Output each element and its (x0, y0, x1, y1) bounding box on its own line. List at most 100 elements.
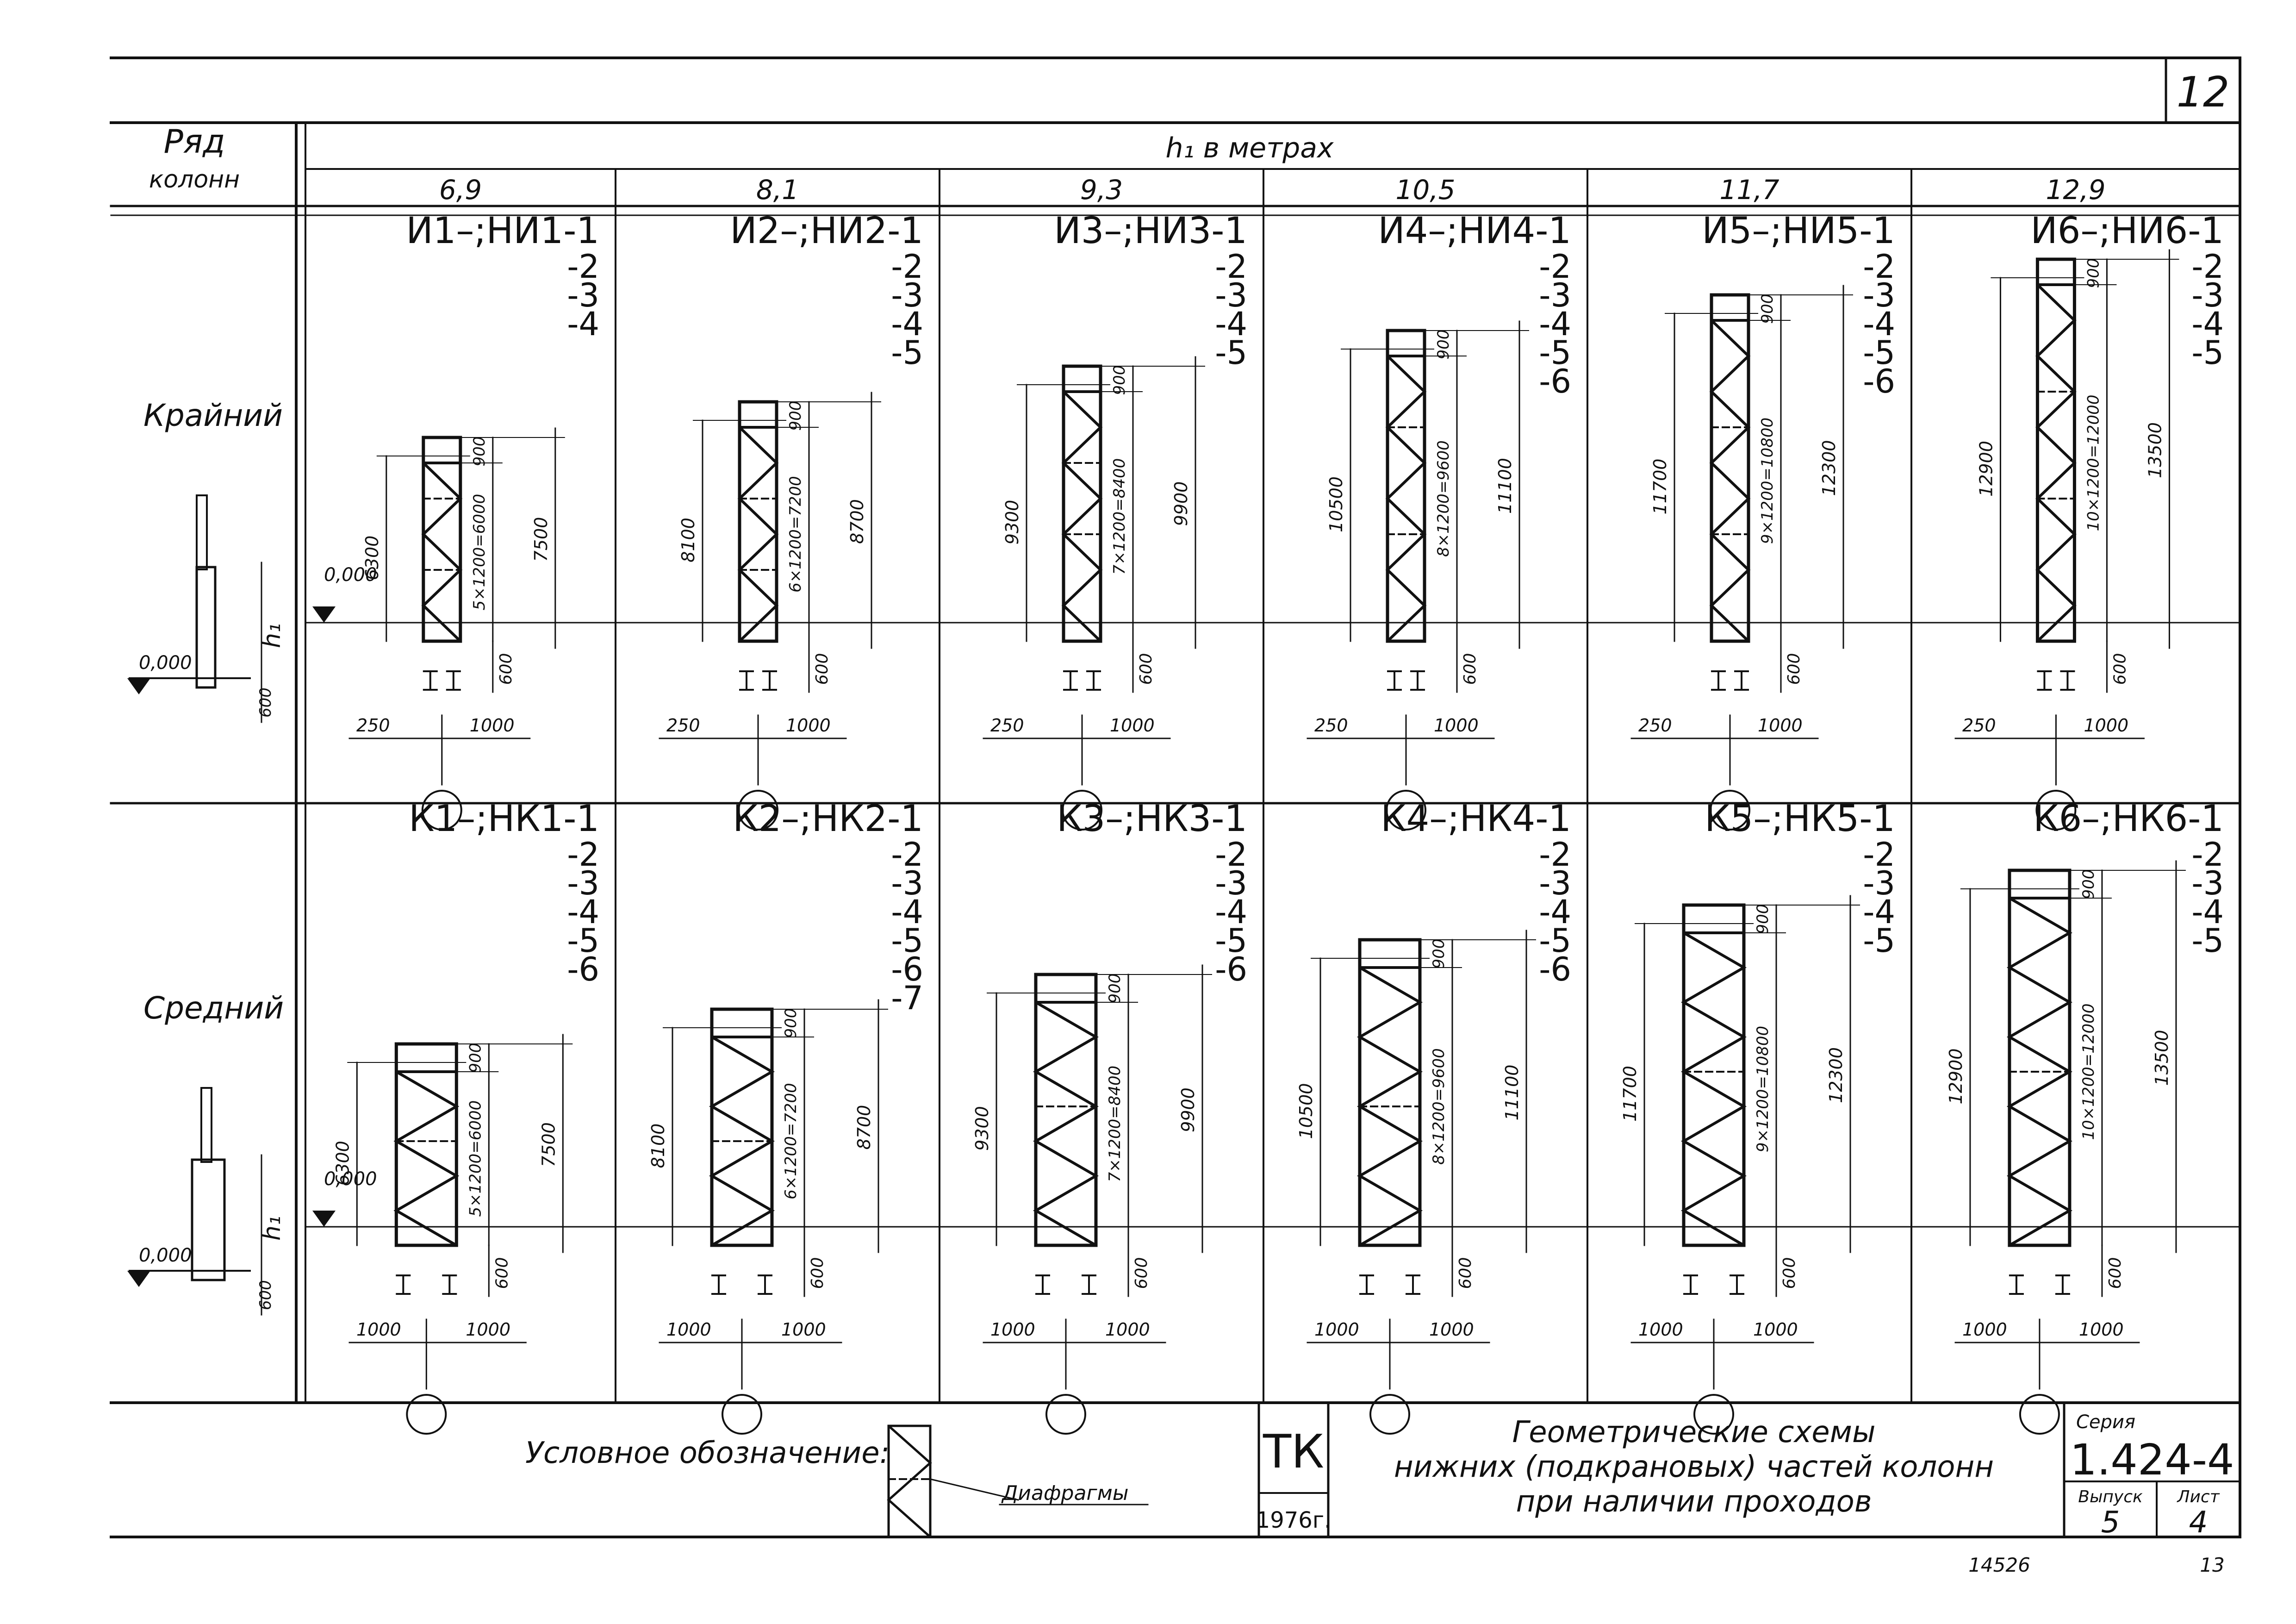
dim-panels: 9×1200=10800 (1758, 418, 1777, 544)
h1-header: h₁ в метрах (1165, 132, 1334, 164)
dim-left: 250 (1638, 715, 1672, 736)
lattice-diagonal (1385, 355, 1427, 643)
axis-marker-icon (722, 1394, 762, 1435)
dim-top: 900 (2084, 258, 2103, 288)
column-mark-suffix: -5 (1539, 334, 1571, 372)
dim-right: 1000 (470, 715, 515, 736)
dim-panels: 5×1200=6000 (466, 1100, 485, 1217)
column-mark-suffix: -2 (1215, 248, 1247, 286)
height-header: 12,9 (2046, 174, 2105, 206)
dim-right: 1000 (1758, 715, 1803, 736)
dim-full: 12300 (1826, 1047, 1846, 1103)
column-mark-suffix: -3 (1539, 276, 1571, 314)
dim-left: 1000 (356, 1319, 401, 1340)
column-mark-suffix: -4 (1539, 893, 1571, 931)
dim-total: 9300 (1002, 500, 1022, 545)
column-mark-suffix: -4 (567, 893, 599, 931)
h1-label: h₁ (258, 623, 286, 648)
column-mark-suffix: -2 (1539, 248, 1571, 286)
column-mark: К2–;НК2-1 (733, 798, 923, 840)
dim-top: 900 (1754, 904, 1772, 934)
dim-panels: 8×1200=9600 (1430, 1048, 1448, 1165)
row-label: Крайний (143, 398, 283, 433)
column-mark-suffix: -6 (1539, 362, 1571, 400)
h1-label: h₁ (258, 1216, 286, 1241)
column-outline (738, 400, 778, 643)
column-mark-suffix: -2 (2191, 836, 2224, 874)
dim-panels: 8×1200=9600 (1434, 440, 1453, 557)
column-mark: К6–;НК6-1 (2033, 798, 2224, 840)
dim-top: 900 (786, 401, 805, 431)
column-outline (2008, 868, 2072, 1247)
column-mark: И4–;НИ4-1 (1378, 210, 1571, 252)
column-mark: К1–;НК1-1 (409, 798, 599, 840)
dim-bottom: 600 (808, 1257, 827, 1289)
dim-right: 1000 (781, 1319, 826, 1340)
dim-full: 11100 (1502, 1065, 1522, 1121)
column-mark-suffix: -5 (1215, 334, 1247, 372)
column-mark-suffix: -3 (2191, 864, 2224, 902)
column-mark-suffix: -4 (1215, 893, 1247, 931)
year-stamp: 1976г. (1256, 1507, 1332, 1533)
dim-right: 1000 (786, 715, 831, 736)
height-header: 10,5 (1395, 174, 1455, 206)
lattice-diagonal (1709, 319, 1751, 643)
dim-panels: 6×1200=7200 (786, 476, 805, 593)
legend-diagonal (887, 1425, 932, 1538)
column-outline (1034, 973, 1098, 1247)
dim-right: 1000 (466, 1319, 510, 1340)
dim-panels: 9×1200=10800 (1754, 1026, 1772, 1152)
dim-full: 7500 (531, 517, 551, 562)
column-mark: И6–;НИ6-1 (2030, 210, 2224, 252)
dim-bottom: 600 (1137, 653, 1156, 685)
dim-total: 12900 (1976, 441, 1996, 497)
lattice-diagonal (1061, 390, 1103, 643)
column-mark-suffix: -2 (1215, 836, 1247, 874)
lattice-diagonal (393, 1070, 460, 1247)
column-mark-suffix: -2 (1539, 836, 1571, 874)
dim-bottom: 600 (1461, 653, 1480, 685)
column-mark: К3–;НК3-1 (1057, 798, 1247, 840)
column-mark-suffix: -3 (1863, 276, 1895, 314)
column-mark: И2–;НИ2-1 (730, 210, 923, 252)
dim-bottom: 600 (497, 653, 516, 685)
dim-panels: 5×1200=6000 (470, 494, 489, 611)
column-mark-suffix: -2 (1863, 836, 1895, 874)
column-mark-suffix: -6 (567, 950, 599, 988)
dim-top: 900 (470, 437, 489, 467)
dim-full: 11100 (1495, 458, 1515, 514)
ground-marker-icon (127, 678, 150, 694)
dim-total: 11700 (1650, 459, 1670, 515)
dim-total: 6300 (362, 536, 382, 581)
sheet-label: Лист (2176, 1487, 2220, 1506)
column-mark-suffix: -4 (1863, 305, 1895, 343)
dim-full: 8700 (854, 1105, 874, 1150)
series-number: 1.424-4 (2070, 1435, 2234, 1485)
lattice-diagonal (737, 426, 779, 643)
dim-left: 1000 (1638, 1319, 1683, 1340)
column-mark-suffix: -3 (891, 276, 923, 314)
column-mark-suffix: -5 (2191, 334, 2224, 372)
column-mark-suffix: -3 (891, 864, 923, 902)
column-mark-suffix: -6 (1215, 950, 1247, 988)
dim-total: 10500 (1326, 476, 1346, 532)
column-outline (1682, 903, 1746, 1247)
dim-right: 1000 (1434, 715, 1479, 736)
inventory-number: 14526 (1968, 1554, 2030, 1576)
height-header: 11,7 (1719, 174, 1779, 206)
dim-full: 9900 (1171, 481, 1191, 526)
column-mark-suffix: -7 (891, 979, 923, 1017)
column-mark-suffix: -3 (1863, 864, 1895, 902)
dim-top: 900 (782, 1008, 800, 1038)
dim-top: 900 (1110, 365, 1129, 395)
ground-marker-icon (127, 1271, 150, 1287)
column-outline (2035, 257, 2076, 643)
column-body (191, 1158, 226, 1281)
dim-full: 13500 (2152, 1030, 2172, 1086)
dim-left: 250 (1314, 715, 1348, 736)
column-mark-suffix: -2 (567, 248, 599, 286)
dim-total: 12900 (1946, 1049, 1966, 1105)
column-outline (1358, 938, 1422, 1247)
column-outline (1710, 293, 1750, 643)
